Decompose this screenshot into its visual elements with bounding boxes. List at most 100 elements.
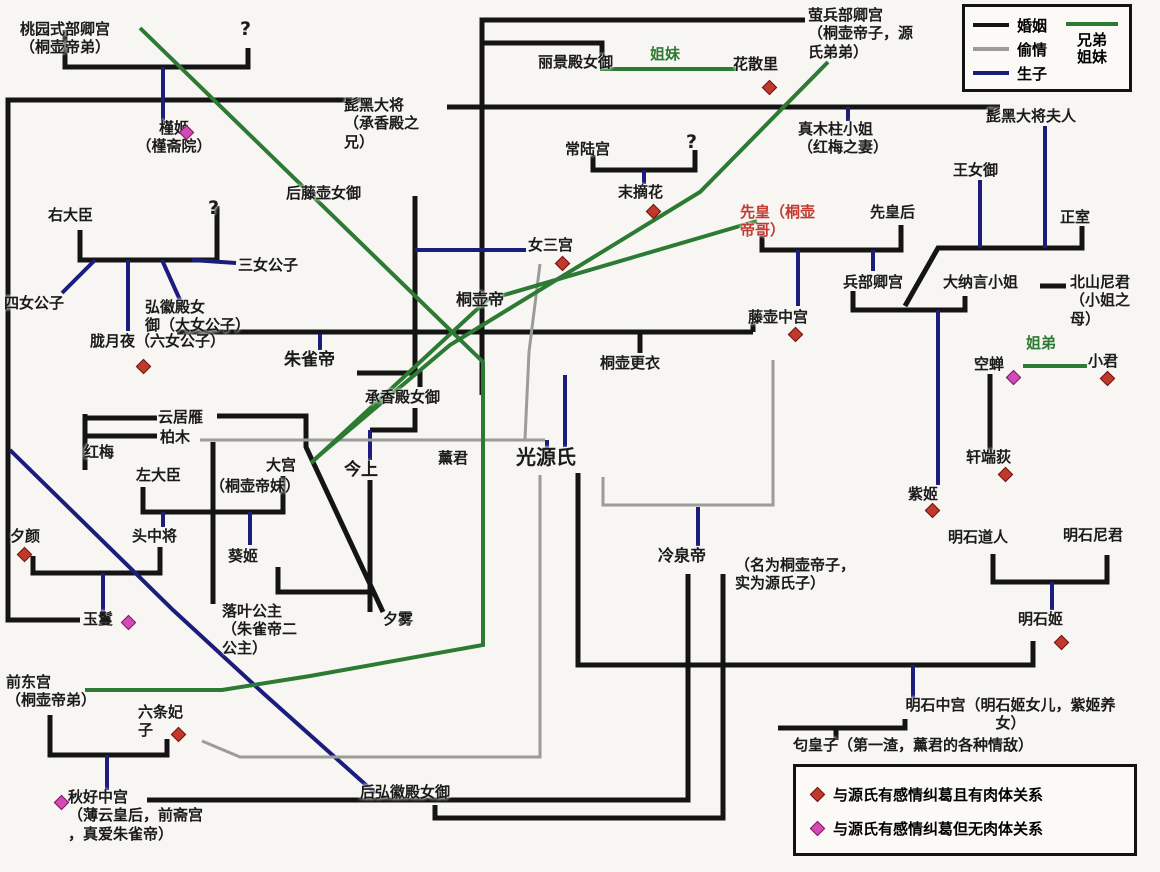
node-suetsumuhana: 末摘花 <box>618 183 664 201</box>
marriage-line <box>370 408 418 433</box>
node-fourth-daughter: 四女公子 <box>4 294 65 312</box>
sibling-line <box>313 60 830 461</box>
node-later-fujitsubo-consort: 后藤壶女御 <box>286 184 362 202</box>
marriage-label: 婚姻 <box>1017 16 1048 35</box>
affair-line <box>201 475 542 759</box>
node-reizei-note: （名为桐壶帝子， 实为源氏子） <box>735 556 856 593</box>
marriage-line <box>357 370 423 387</box>
node-dainagon-daughter: 大纳言小姐 <box>943 273 1019 291</box>
node-unknown-spouse-2: ? <box>208 197 220 219</box>
affair-line-swatch <box>973 47 1009 51</box>
birth-label: 生子 <box>1017 64 1048 83</box>
nonphysical-relation-label: 与源氏有感情纠葛但无肉体关系 <box>833 819 1044 838</box>
node-sisters-label: 姐妹 <box>650 45 681 63</box>
marriage-line <box>217 413 386 614</box>
node-higekuro: 髭黑大将 （承香殿之 兄） <box>344 96 420 151</box>
marriage-line <box>575 473 1036 668</box>
node-principal-wife: 正室 <box>1060 208 1091 226</box>
pink-diamond-marker <box>809 820 826 836</box>
node-yugao: 夕颜 <box>10 527 41 545</box>
birth-line <box>191 258 237 265</box>
birth-line <box>8 448 377 795</box>
node-reigning-emperor: 今上 <box>344 460 378 480</box>
marriage-line <box>990 554 1110 585</box>
node-kumoi-no-kari: 云居雁 <box>158 408 204 426</box>
marriage-line <box>759 225 904 253</box>
node-hyobukyo-prince: 兵部卿宫 <box>843 273 904 291</box>
node-akashi-priest: 明石道人 <box>948 528 1009 546</box>
node-yugiri: 夕雾 <box>383 610 414 628</box>
red-diamond-marker <box>809 786 826 802</box>
legend-row-marriage: 婚姻 <box>973 13 1121 37</box>
node-reikeiden-consort: 丽景殿女御 <box>538 53 614 71</box>
node-emperor-kiritsubo: 桐壶帝 <box>456 290 505 309</box>
node-murasaki: 紫姬 <box>908 485 939 503</box>
legend-row-nonphysical: 与源氏有感情纠葛但无肉体关系 <box>806 811 1124 845</box>
marriage-line <box>482 40 605 57</box>
node-makibashira: 真木柱小姐 （红梅之妻） <box>798 120 889 157</box>
sibling-line <box>309 219 758 465</box>
node-o-nyogo: 王女御 <box>953 161 999 179</box>
marriage-line <box>77 206 220 263</box>
node-emperor-suzaku: 朱雀帝 <box>284 350 335 370</box>
node-akashi-empress: 明石中宫（明石姬女儿，紫姬养 女） <box>905 696 1116 733</box>
marriage-line <box>275 567 370 595</box>
node-kogimi: 小君 <box>1088 352 1119 370</box>
node-hanachirusato: 花散里 <box>733 55 779 73</box>
node-third-daughter: 三女公子 <box>238 256 299 274</box>
node-hitachi-prince: 常陆宫 <box>565 140 611 158</box>
node-prince-niou: 匂皇子（第一渣，薰君的各种情敌） <box>793 736 1034 754</box>
marriage-line <box>147 574 691 803</box>
marriage-line <box>30 547 163 576</box>
node-to-no-chujo: 头中将 <box>132 527 178 545</box>
physical-relation-label: 与源氏有感情纠葛且有肉体关系 <box>833 785 1044 804</box>
node-momozono-shikibukyo: 桃园式部卿宫 （桐壶帝弟） <box>20 20 111 57</box>
marriage-line <box>778 719 908 731</box>
marriage-line <box>5 97 363 623</box>
affair-line <box>601 360 775 507</box>
legend-row-birth: 生子 <box>973 61 1121 85</box>
node-hikaru-genji: 光源氏 <box>516 445 576 469</box>
marriage-line <box>902 226 1085 308</box>
marker-legend: 与源氏有感情纠葛且有肉体关系 与源氏有感情纠葛但无肉体关系 <box>793 764 1137 856</box>
node-kaoru: 薰君 <box>438 449 469 467</box>
node-hotaru-prince: 萤兵部卿宫 （桐壶帝子，源 氏弟弟） <box>808 6 914 61</box>
sibling-line <box>85 26 485 692</box>
legend-row-sibling: 兄弟 姐妹 <box>1061 13 1123 65</box>
node-tamakazura: 玉鬘 <box>83 610 114 628</box>
node-former-empress: 先皇后 <box>870 203 916 221</box>
birth-line-swatch <box>973 71 1009 75</box>
legend-row-physical: 与源氏有感情纠葛且有肉体关系 <box>806 777 1124 811</box>
birth-line <box>160 259 182 301</box>
node-unknown-spouse-1: ? <box>240 18 252 40</box>
node-rokujo-lady: 六条妃 子 <box>138 703 184 740</box>
node-unknown-spouse-3: ? <box>686 131 698 153</box>
node-former-crown-prince: 前东宫 （桐壶帝弟） <box>6 673 97 710</box>
node-kitayama-nun: 北山尼君 （小姐之 母） <box>1070 273 1131 328</box>
line-type-legend: 婚姻 偷情 生子 兄弟 姐妹 <box>962 4 1132 92</box>
node-higekuro-wife: 髭黑大将夫人 <box>986 107 1077 125</box>
node-minister-of-left: 左大臣 <box>136 466 182 484</box>
node-kobai: 红梅 <box>84 443 115 461</box>
marriage-line <box>432 574 726 821</box>
node-minister-of-right: 右大臣 <box>48 206 94 224</box>
node-emperor-reizei: 冷泉帝 <box>658 546 707 565</box>
sibling-line-swatch <box>1066 22 1118 26</box>
node-kashiwagi: 柏木 <box>160 428 191 446</box>
marriage-line-swatch <box>973 23 1009 27</box>
node-brother-sister-label: 姐弟 <box>1026 334 1057 352</box>
node-fujitsubo-empress: 藤壶中宫 <box>748 308 809 326</box>
node-akashi-nun: 明石尼君 <box>1063 526 1124 544</box>
node-oborozukiyo: 胧月夜（六女公子） <box>90 332 226 350</box>
marriage-line <box>62 30 251 70</box>
node-third-princess: 女三宫 <box>528 236 574 254</box>
legend-row-affair: 偷情 <box>973 37 1121 61</box>
node-omiya: 大宫 <box>266 456 297 474</box>
sibling-label: 兄弟 姐妹 <box>1076 31 1107 66</box>
node-jokyoden-consort: 承香殿女御 <box>365 388 441 406</box>
node-former-emperor: 先皇（桐壶 帝哥） <box>740 203 816 240</box>
node-omiya-note: （桐壶帝妹） <box>210 477 301 495</box>
node-aoi: 葵姬 <box>228 547 259 565</box>
